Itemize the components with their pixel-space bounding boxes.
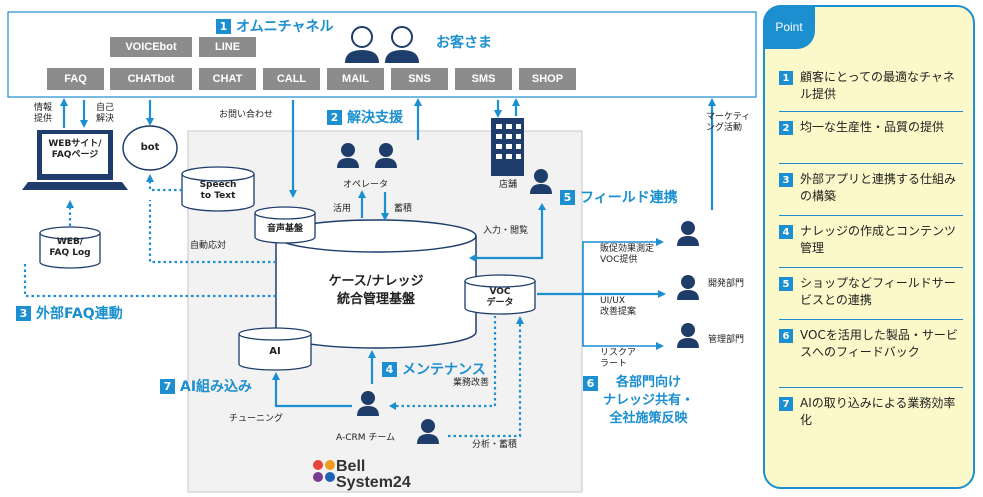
- badge-6: 6: [583, 376, 598, 391]
- promo-label: 販促効果測定 VOC提供: [600, 244, 655, 265]
- website-label: WEBサイト/ FAQページ: [48, 139, 102, 160]
- risk-label: リスクア ラート: [600, 348, 637, 369]
- bot-label: bot: [140, 142, 160, 153]
- info-provide-label: 情報 提供: [34, 103, 53, 124]
- bell-system-logo-icon: [313, 460, 335, 482]
- external-faq-title: 3 外部FAQ連動: [16, 303, 123, 323]
- mgmt-person-icon: [677, 323, 699, 348]
- channel-sms[interactable]: SMS: [455, 68, 512, 90]
- bot-circle: [122, 125, 178, 171]
- bell-system-logo-text: Bell System24: [336, 458, 411, 491]
- channel-faq[interactable]: FAQ: [47, 68, 104, 90]
- dev-dept-label: 開発部門: [708, 279, 745, 289]
- point-item: 3 外部アプリと連携する仕組みの構築: [779, 171, 963, 205]
- voice-db-label: 音声基盤: [266, 224, 303, 234]
- badge-1: 1: [216, 18, 231, 34]
- ai-embed-title: 7 AI組み込み: [160, 376, 252, 396]
- work-improve-label: 業務改善: [453, 378, 490, 388]
- point-panel: Point 1 顧客にとっての最適なチャネル提供 2 均一な生産性・品質の提供 …: [763, 5, 975, 489]
- inquiry-label: お問い合わせ: [219, 110, 274, 120]
- channel-voicebot[interactable]: VOICEbot: [110, 37, 192, 57]
- ai-cylinder: [238, 327, 312, 371]
- badge-5: 5: [560, 189, 575, 205]
- channel-line[interactable]: LINE: [199, 37, 256, 57]
- point-divider: [779, 387, 963, 388]
- point-item: 7 AIの取り込みによる業務効率化: [779, 395, 963, 429]
- point-title: Point: [763, 5, 815, 49]
- analysis-label: 分析・蓄積: [472, 440, 518, 450]
- omni-channel-title: 1 オムニチャネル: [216, 16, 333, 36]
- case-knowledge-label: ケース/ナレッジ 統合管理基盤: [328, 274, 424, 307]
- acrm-team-label: A-CRM チーム: [336, 433, 396, 443]
- point-divider: [779, 267, 963, 268]
- speech-to-text-label: Speech to Text: [199, 180, 237, 201]
- operator-label: オペレータ: [343, 180, 389, 190]
- channel-shop[interactable]: SHOP: [519, 68, 576, 90]
- accumulate-label: 蓄積: [394, 204, 413, 214]
- badge-4: 4: [382, 361, 397, 377]
- channel-chatbot[interactable]: CHATbot: [110, 68, 192, 90]
- maintenance-title: 4 メンテナンス: [382, 359, 486, 379]
- point-divider: [779, 111, 963, 112]
- badge-2: 2: [327, 109, 342, 125]
- mgmt-dept-label: 管理部門: [708, 335, 745, 345]
- point-item: 2 均一な生産性・品質の提供: [779, 119, 963, 136]
- point-item: 5 ショップなどフィールドサービスとの連携: [779, 275, 963, 309]
- input-browse-label: 入力・閲覧: [483, 226, 529, 236]
- channel-mail[interactable]: MAIL: [327, 68, 384, 90]
- store-building-icon: [491, 118, 524, 176]
- marketing-person-icon: [677, 221, 699, 246]
- channel-sns[interactable]: SNS: [391, 68, 448, 90]
- use-label: 活用: [333, 204, 352, 214]
- speech-to-text-cylinder: [181, 166, 255, 212]
- point-divider: [779, 215, 963, 216]
- store-label: 店舗: [499, 180, 518, 190]
- point-item: 1 顧客にとっての最適なチャネル提供: [779, 69, 963, 103]
- ai-label: AI: [269, 346, 281, 357]
- web-faq-log-label: WEB/ FAQ Log: [49, 237, 91, 258]
- point-item: 4 ナレッジの作成とコンテンツ管理: [779, 223, 963, 257]
- marketing-label: マーケティ ング活動: [706, 112, 751, 133]
- channel-chat[interactable]: CHAT: [199, 68, 256, 90]
- voc-data-cylinder: [464, 274, 536, 315]
- customer-label: お客さま: [436, 35, 492, 51]
- point-item: 6 VOCを活用した製品・サービスへのフィードバック: [779, 327, 963, 361]
- uiux-label: UI/UX 改善提案: [600, 296, 637, 317]
- voc-data-label: VOC データ: [486, 287, 514, 308]
- auto-response-label: 自動応対: [190, 241, 227, 251]
- badge-7: 7: [160, 378, 175, 394]
- channel-call[interactable]: CALL: [263, 68, 320, 90]
- tuning-label: チューニング: [229, 414, 284, 424]
- point-divider: [779, 163, 963, 164]
- dept-sharing-title: 6 各部門向け ナレッジ共有・ 全社施策反映: [583, 374, 694, 428]
- point-divider: [779, 319, 963, 320]
- case-knowledge-cylinder: [275, 219, 477, 349]
- field-title: 5 フィールド連携: [560, 187, 678, 207]
- badge-3: 3: [16, 305, 31, 321]
- web-faq-log-cylinder: [39, 226, 101, 269]
- customer-icon: [345, 26, 379, 63]
- laptop-icon: [22, 130, 128, 190]
- customer-icon: [385, 26, 419, 63]
- solution-support-title: 2 解決支援: [327, 107, 403, 127]
- voice-db-cylinder: [254, 206, 316, 244]
- self-solve-label: 自己 解決: [96, 103, 115, 124]
- dev-person-icon: [677, 275, 699, 300]
